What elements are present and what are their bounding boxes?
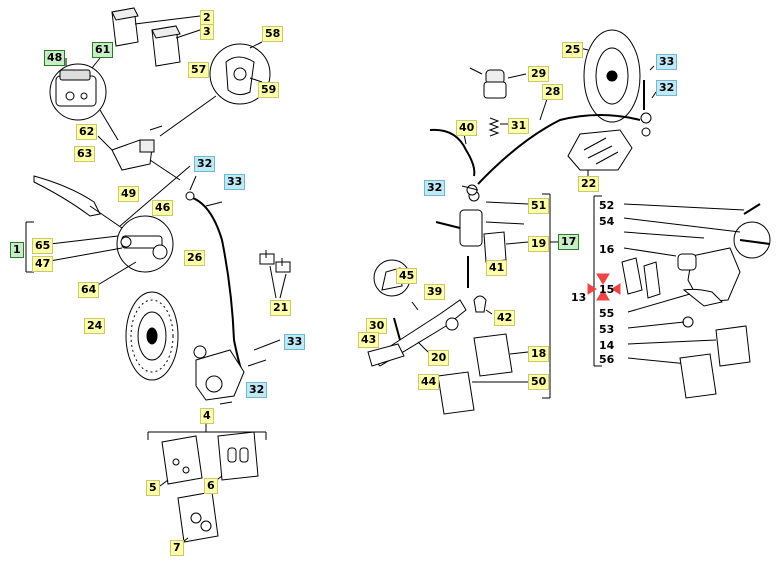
callout-label-20[interactable]: 20 <box>428 350 450 366</box>
callout-label-24[interactable]: 24 <box>84 318 106 334</box>
callout-label-54[interactable]: 54 <box>599 215 615 228</box>
callout-label-22[interactable]: 22 <box>578 176 600 192</box>
pad-pins-21 <box>259 250 291 299</box>
front-caliper <box>193 339 281 405</box>
brake-lever <box>33 175 123 229</box>
callout-label-44[interactable]: 44 <box>418 374 440 390</box>
callout-label-28[interactable]: 28 <box>542 84 564 100</box>
kit-bag-5 <box>159 435 203 487</box>
callout-label-56[interactable]: 56 <box>599 353 615 366</box>
callout-label-48[interactable]: 48 <box>44 50 66 66</box>
callout-label-41[interactable]: 41 <box>486 260 508 276</box>
bag-56 <box>679 353 717 399</box>
kit-bag-6 <box>213 431 259 483</box>
pad-bag-2 <box>111 7 201 47</box>
group-1-bracket <box>25 221 137 287</box>
callout-label-7[interactable]: 7 <box>170 540 184 556</box>
rear-master-cylinder <box>435 184 529 288</box>
reservoir-detail <box>49 57 119 141</box>
callout-label-46[interactable]: 46 <box>152 200 174 216</box>
callout-label-29[interactable]: 29 <box>528 66 550 82</box>
callout-label-32c[interactable]: 32 <box>656 80 678 96</box>
callout-label-15[interactable]: 15 <box>599 283 615 296</box>
callout-label-21[interactable]: 21 <box>270 300 292 316</box>
heat-guard <box>567 129 633 176</box>
rear-mc-bag-19 <box>483 231 529 263</box>
rear-reservoir <box>469 67 527 99</box>
callout-label-59[interactable]: 59 <box>258 82 280 98</box>
callout-label-19[interactable]: 19 <box>528 236 550 252</box>
front-disc <box>125 291 179 381</box>
caliper-leaders <box>623 203 745 365</box>
callout-label-62[interactable]: 62 <box>76 124 98 140</box>
rear-banjo-bolt <box>640 65 657 137</box>
callout-label-51[interactable]: 51 <box>528 198 550 214</box>
callout-label-17[interactable]: 17 <box>558 234 580 250</box>
callout-label-3[interactable]: 3 <box>200 24 214 40</box>
callout-label-1[interactable]: 1 <box>10 242 24 258</box>
callout-label-61[interactable]: 61 <box>92 42 114 58</box>
callout-label-26[interactable]: 26 <box>184 250 206 266</box>
bag-14 <box>715 325 751 367</box>
callout-label-25[interactable]: 25 <box>562 42 584 58</box>
callout-label-55[interactable]: 55 <box>599 307 615 320</box>
callout-label-13[interactable]: 13 <box>571 291 587 304</box>
callout-label-33b[interactable]: 33 <box>284 334 306 350</box>
bag-18 <box>473 333 529 377</box>
callout-label-63[interactable]: 63 <box>74 146 96 162</box>
callout-label-6[interactable]: 6 <box>204 478 218 494</box>
front-master-cylinder <box>97 125 181 181</box>
callout-label-32a[interactable]: 32 <box>194 156 216 172</box>
rear-brake-hose <box>477 95 641 185</box>
clamp-detail <box>159 41 271 137</box>
clip-42 <box>473 295 493 315</box>
rear-pads <box>621 257 661 299</box>
callout-label-4[interactable]: 4 <box>200 408 214 424</box>
callout-label-43[interactable]: 43 <box>358 332 380 348</box>
callout-label-18[interactable]: 18 <box>528 346 550 362</box>
callout-label-40[interactable]: 40 <box>456 120 478 136</box>
callout-label-5[interactable]: 5 <box>146 480 160 496</box>
rear-disc <box>579 29 641 123</box>
callout-label-47[interactable]: 47 <box>32 256 54 272</box>
callout-label-33a[interactable]: 33 <box>224 174 246 190</box>
bag-50 <box>437 371 528 415</box>
kit-bag-7 <box>177 491 219 545</box>
pad-bag-3 <box>151 25 201 67</box>
callout-label-64[interactable]: 64 <box>78 282 100 298</box>
callout-label-50[interactable]: 50 <box>528 374 550 390</box>
callout-label-52[interactable]: 52 <box>599 199 615 212</box>
callout-label-39[interactable]: 39 <box>424 284 446 300</box>
callout-label-49[interactable]: 49 <box>118 186 140 202</box>
rear-caliper <box>677 203 771 328</box>
callout-label-57[interactable]: 57 <box>188 62 210 78</box>
group-13-bracket <box>593 195 602 367</box>
callout-label-65[interactable]: 65 <box>32 238 54 254</box>
callout-label-16[interactable]: 16 <box>599 243 615 256</box>
group-17-bracket <box>542 193 558 399</box>
pivot-detail <box>116 165 191 273</box>
callout-label-45[interactable]: 45 <box>396 268 418 284</box>
brake-pedal <box>367 299 467 367</box>
callout-label-53[interactable]: 53 <box>599 323 615 336</box>
callout-label-14[interactable]: 14 <box>599 339 615 352</box>
callout-label-32b[interactable]: 32 <box>246 382 268 398</box>
spring-31 <box>488 117 508 137</box>
callout-label-42[interactable]: 42 <box>494 310 516 326</box>
callout-label-32d[interactable]: 32 <box>424 180 446 196</box>
callout-label-33c[interactable]: 33 <box>656 54 678 70</box>
callout-label-31[interactable]: 31 <box>508 118 530 134</box>
callout-label-58[interactable]: 58 <box>262 26 284 42</box>
red-marker <box>587 273 621 301</box>
